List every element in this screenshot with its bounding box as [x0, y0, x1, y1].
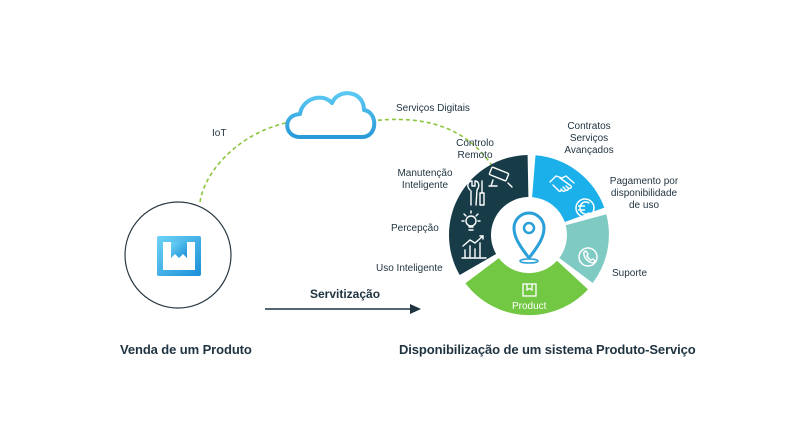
iot-dashed-link: [199, 121, 291, 203]
handshake-icon: [549, 175, 575, 193]
right-caption: Disponibilização de um sistema Produto-S…: [399, 342, 696, 357]
cloud-icon: [285, 91, 377, 139]
smart-maintenance-label: Manutenção Inteligente: [397, 168, 453, 191]
product-segment-box-icon: [522, 283, 537, 297]
servitization-label: Servitização: [310, 287, 381, 301]
support-label: Suporte: [612, 268, 648, 279]
lightbulb-icon: [461, 210, 481, 231]
smart-use-label: Uso Inteligente: [376, 263, 443, 274]
phone-icon: [578, 247, 598, 267]
cctv-camera-icon: [488, 166, 513, 188]
product-segment-label: Product: [512, 301, 547, 312]
pay-per-availability-label: Pagamento por disponibilidade de uso: [609, 176, 679, 211]
digital-services-label: Serviços Digitais: [396, 103, 470, 114]
remote-control-label: Controlo Remoto: [456, 138, 494, 161]
ring-segment-digital: [448, 155, 529, 275]
product-box-icon: [157, 236, 201, 276]
left-caption: Venda de um Produto: [120, 342, 252, 357]
iot-label: IoT: [212, 128, 227, 139]
servitization-arrow-head: [410, 304, 421, 314]
perception-label: Percepção: [391, 223, 439, 234]
tools-icon: [467, 180, 485, 206]
analytics-chart-icon: [461, 235, 487, 259]
advanced-contracts-label: Contratos Serviços Avançados: [564, 121, 614, 156]
euro-coin-icon: [575, 198, 595, 218]
service-ring: [448, 155, 609, 316]
ring-center: [493, 199, 565, 271]
location-pin-icon: [512, 211, 546, 264]
